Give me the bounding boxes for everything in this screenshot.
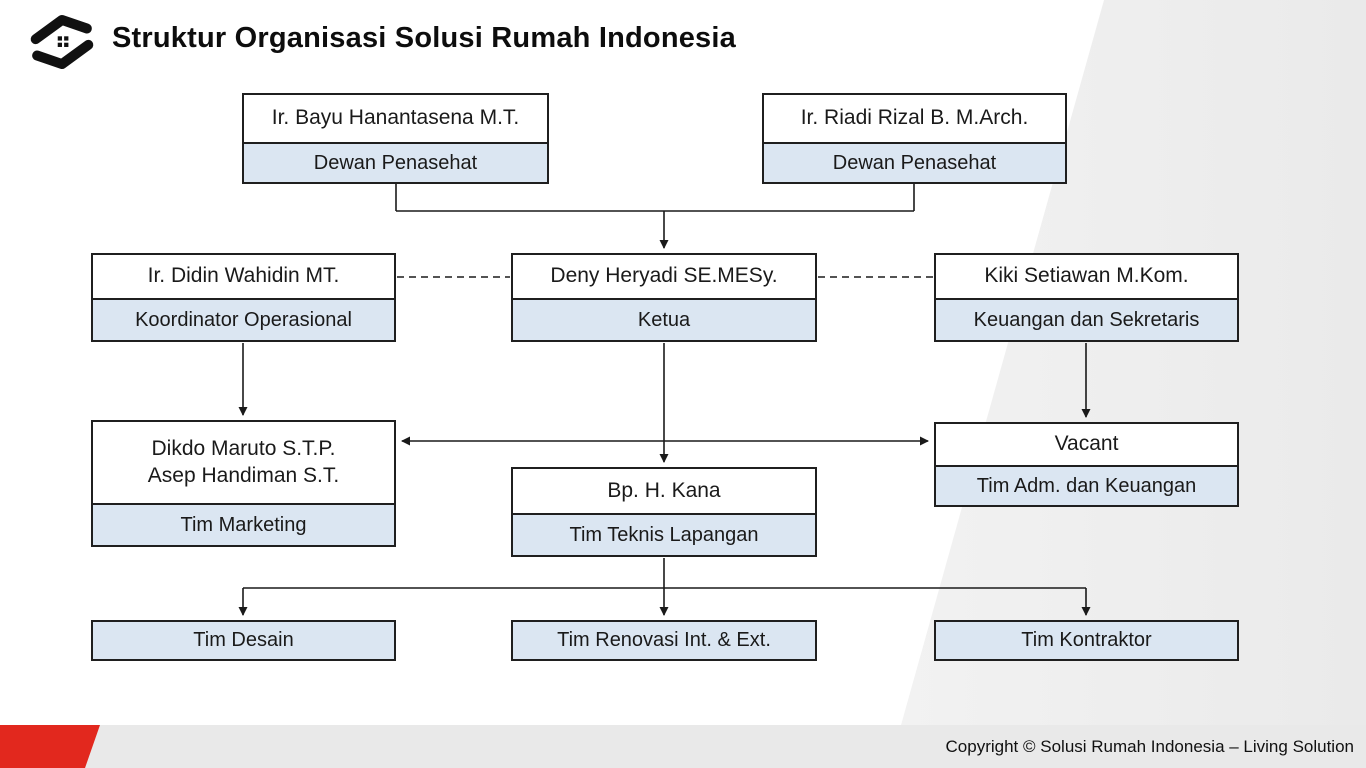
org-node-advisor-left: Ir. Bayu Hanantasena M.T. Dewan Penaseha… (242, 93, 549, 184)
person-name: Vacant (936, 424, 1237, 465)
footer: Copyright © Solusi Rumah Indonesia – Liv… (0, 725, 1366, 768)
person-name: Bp. H. Kana (513, 469, 815, 513)
copyright-text: Copyright © Solusi Rumah Indonesia – Liv… (945, 736, 1354, 756)
org-node-team-design: Tim Desain (91, 620, 396, 661)
person-name: Ir. Didin Wahidin MT. (93, 255, 394, 298)
role-label: Keuangan dan Sekretaris (936, 298, 1237, 340)
person-name-line2: Asep Handiman S.T. (147, 463, 340, 487)
org-node-admin-finance: Vacant Tim Adm. dan Keuangan (934, 422, 1239, 507)
org-node-advisor-right: Ir. Riadi Rizal B. M.Arch. Dewan Penaseh… (762, 93, 1067, 184)
org-node-field-team: Bp. H. Kana Tim Teknis Lapangan (511, 467, 817, 557)
person-name: Ir. Bayu Hanantasena M.T. (244, 95, 547, 142)
role-label: Tim Adm. dan Keuangan (936, 465, 1237, 505)
person-names: Dikdo Maruto S.T.P. Asep Handiman S.T. (93, 422, 394, 503)
org-node-coordinator: Ir. Didin Wahidin MT. Koordinator Operas… (91, 253, 396, 342)
person-name: Deny Heryadi SE.MESy. (513, 255, 815, 298)
team-label: Tim Renovasi Int. & Ext. (557, 629, 771, 651)
org-node-team-contractor: Tim Kontraktor (934, 620, 1239, 661)
org-node-chairman: Deny Heryadi SE.MESy. Ketua (511, 253, 817, 342)
role-label: Dewan Penasehat (244, 142, 547, 182)
role-label: Tim Marketing (93, 503, 394, 545)
page-title: Struktur Organisasi Solusi Rumah Indones… (112, 22, 736, 54)
team-label: Tim Kontraktor (1021, 629, 1152, 651)
role-label: Koordinator Operasional (93, 298, 394, 340)
company-logo-icon (30, 14, 94, 70)
role-label: Tim Teknis Lapangan (513, 513, 815, 555)
role-label: Dewan Penasehat (764, 142, 1065, 182)
org-node-finance-secretary: Kiki Setiawan M.Kom. Keuangan dan Sekret… (934, 253, 1239, 342)
person-name-line1: Dikdo Maruto S.T.P. (151, 437, 336, 461)
org-node-marketing: Dikdo Maruto S.T.P. Asep Handiman S.T. T… (91, 420, 396, 547)
person-name: Ir. Riadi Rizal B. M.Arch. (764, 95, 1065, 142)
team-label: Tim Desain (193, 629, 294, 651)
org-node-team-renovation: Tim Renovasi Int. & Ext. (511, 620, 817, 661)
role-label: Ketua (513, 298, 815, 340)
header: Struktur Organisasi Solusi Rumah Indones… (0, 0, 1366, 80)
person-name: Kiki Setiawan M.Kom. (936, 255, 1237, 298)
